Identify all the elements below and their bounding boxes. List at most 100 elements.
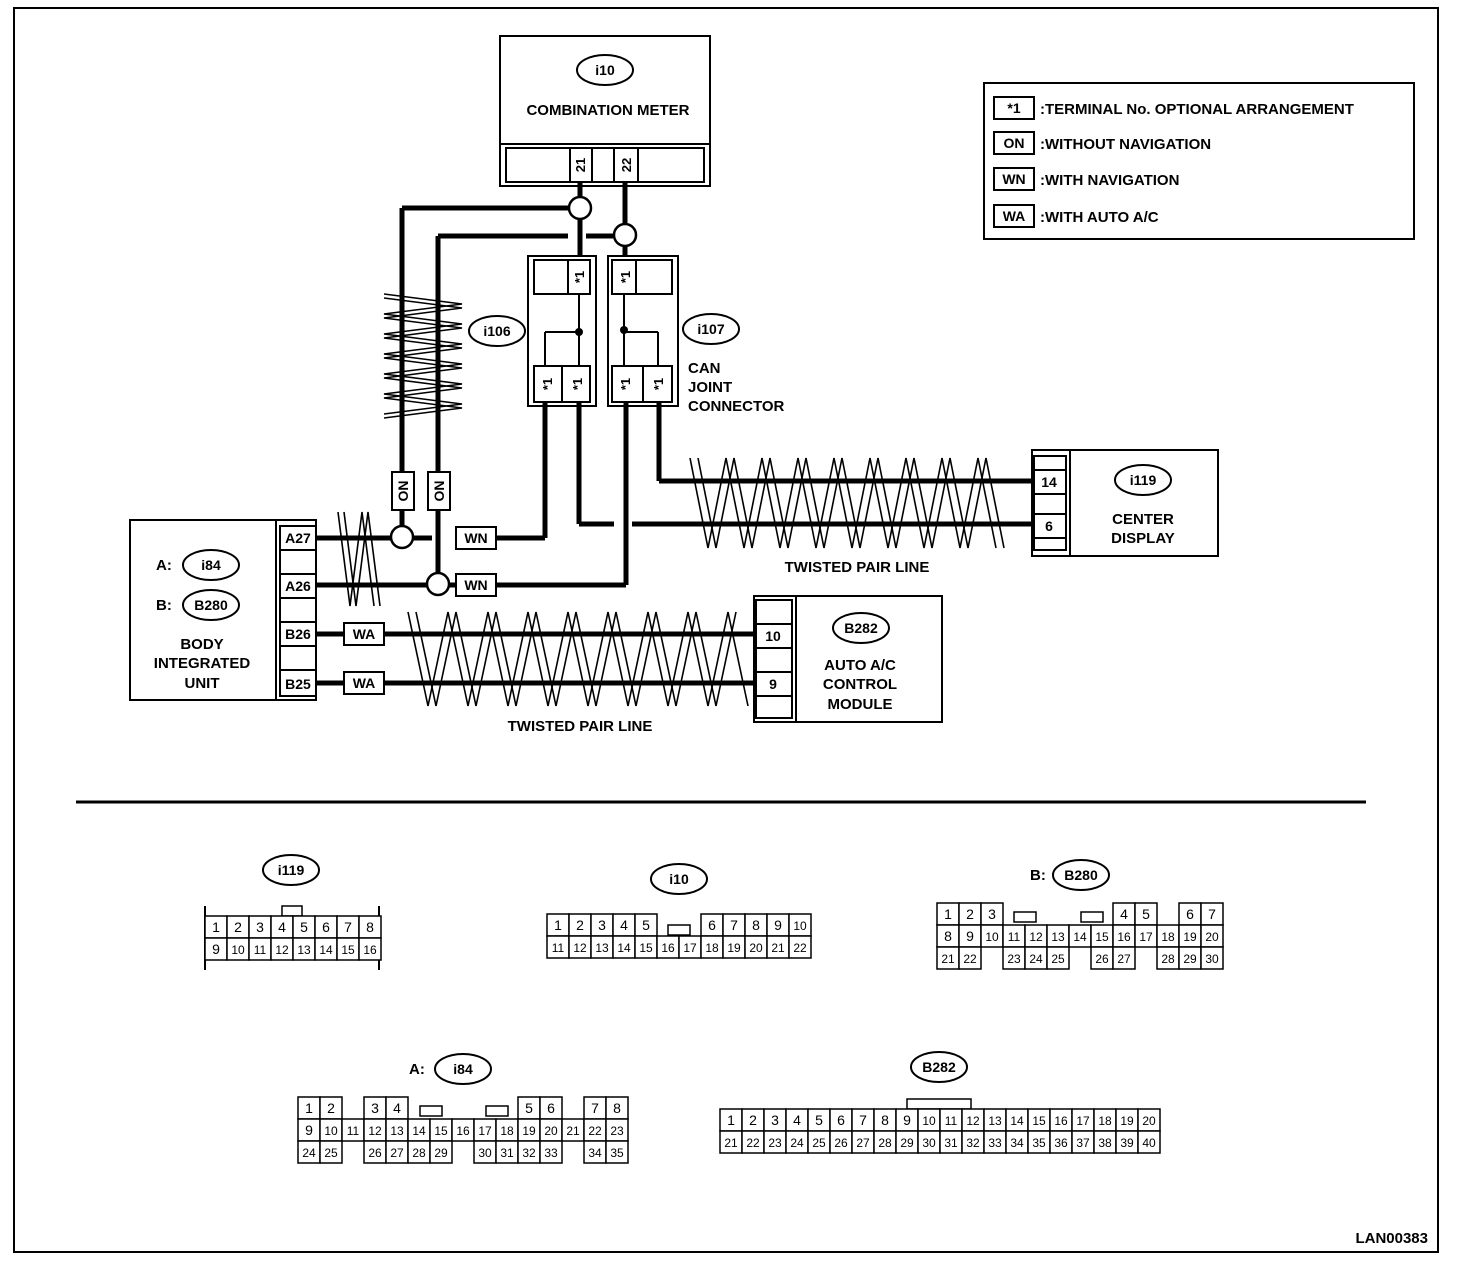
- face-label-b280: B280: [1064, 867, 1098, 883]
- face-pin-cell: [788, 935, 812, 959]
- face-pin-number: 14: [412, 1124, 426, 1138]
- face-pin-number: 17: [683, 941, 697, 955]
- face-pin-number: 6: [1186, 906, 1194, 922]
- pin-B26: B26: [285, 626, 311, 642]
- junctions: [389, 195, 638, 597]
- face-pin-number: 5: [815, 1112, 823, 1128]
- face-pin-number: 16: [1054, 1114, 1068, 1128]
- face-pin-number: 23: [1007, 952, 1021, 966]
- connector-face-labels: i119 i10 B: B280 A: i84 B282: [262, 854, 1110, 1085]
- face-pin-number: 12: [966, 1114, 980, 1128]
- face-pin-number: 34: [588, 1146, 602, 1160]
- face-pin-number: 24: [790, 1136, 804, 1150]
- face-pin-number: 12: [275, 943, 289, 957]
- component-name-line: CAN: [688, 360, 721, 377]
- face-pin-number: 33: [544, 1146, 558, 1160]
- face-pin-cell: [605, 1140, 629, 1164]
- face-pin-number: 30: [478, 1146, 492, 1160]
- pin-6: 6: [1045, 518, 1053, 534]
- face-pin-number: 13: [595, 941, 609, 955]
- face-pin-number: 18: [500, 1124, 514, 1138]
- face-pin-number: 13: [1051, 930, 1065, 944]
- face-pin-number: 8: [613, 1100, 621, 1116]
- component-name-line: CONNECTOR: [688, 398, 785, 415]
- face-pin-number: 22: [588, 1124, 602, 1138]
- face-pin-number: 34: [1010, 1136, 1024, 1150]
- face-pin-number: 14: [617, 941, 631, 955]
- face-pin-number: 9: [212, 941, 220, 957]
- face-pin-number: 8: [752, 917, 760, 933]
- face-pin-number: 32: [966, 1136, 980, 1150]
- face-pin-number: 15: [1032, 1114, 1046, 1128]
- connector-id-a: i84: [201, 557, 221, 573]
- face-pin-cell: [1112, 946, 1136, 970]
- pin-14: 14: [1041, 474, 1057, 490]
- tag-wn: WN: [464, 577, 487, 593]
- face-pin-number: 10: [922, 1114, 936, 1128]
- pin-10: 10: [765, 628, 781, 644]
- face-pin-number: 4: [278, 919, 286, 935]
- face-pin-number: 5: [642, 917, 650, 933]
- face-pin-number: 40: [1142, 1136, 1156, 1150]
- face-pin-number: 12: [1029, 930, 1043, 944]
- face-pin-number: 15: [434, 1124, 448, 1138]
- face-pin-cell: [358, 937, 382, 961]
- face-pin-number: 5: [300, 919, 308, 935]
- face-pin-number: 28: [1161, 952, 1175, 966]
- face-pin-number: 38: [1098, 1136, 1112, 1150]
- face-pin-number: 29: [900, 1136, 914, 1150]
- face-label-b282: B282: [922, 1059, 956, 1075]
- face-pin-number: 21: [724, 1136, 738, 1150]
- connector-id: i106: [483, 323, 510, 339]
- can-joint-i107: *1 *1 *1 i107 CAN JOINT CONNECTOR: [607, 255, 785, 415]
- component-name: COMBINATION METER: [526, 102, 689, 119]
- center-display: 14 6 i119 CENTER DISPLAY: [1031, 449, 1219, 557]
- pin-mark: *1: [618, 271, 633, 283]
- component-name-line: INTEGRATED: [154, 655, 251, 672]
- face-pin-number: 20: [749, 941, 763, 955]
- wires: [316, 182, 1034, 686]
- pin-B25: B25: [285, 676, 311, 692]
- drawing-code: LAN00383: [1355, 1230, 1428, 1247]
- face-pin-number: 20: [544, 1124, 558, 1138]
- face-pin-number: 9: [305, 1122, 313, 1138]
- face-pin-number: 19: [522, 1124, 536, 1138]
- face-pin-number: 16: [1117, 930, 1131, 944]
- face-pin-number: 17: [1076, 1114, 1090, 1128]
- face-pin-number: 17: [478, 1124, 492, 1138]
- face-pin-number: 12: [573, 941, 587, 955]
- face-pin-number: 13: [390, 1124, 404, 1138]
- tag-on: ON: [431, 481, 447, 502]
- connector-id-b: B280: [194, 597, 228, 613]
- pin-A26: A26: [285, 578, 311, 594]
- face-pin-number: 9: [903, 1112, 911, 1128]
- component-name-line: AUTO A/C: [824, 657, 896, 674]
- component-name-line: CENTER: [1112, 511, 1174, 528]
- pin-mark: *1: [618, 378, 633, 390]
- legend-key-1: *1: [1007, 100, 1020, 116]
- face-pin-number: 27: [390, 1146, 404, 1160]
- twisted-pair-label: TWISTED PAIR LINE: [785, 559, 930, 576]
- connector-id: i107: [697, 321, 724, 337]
- face-pin-number: 30: [922, 1136, 936, 1150]
- twisted-pair-label: TWISTED PAIR LINE: [508, 718, 653, 735]
- face-pin-number: 6: [708, 917, 716, 933]
- face-pin-number: 3: [598, 917, 606, 933]
- face-pin-number: 6: [547, 1100, 555, 1116]
- face-pin-number: 15: [639, 941, 653, 955]
- face-pin-number: 29: [434, 1146, 448, 1160]
- face-pin-number: 21: [941, 952, 955, 966]
- face-pin-number: 11: [1008, 930, 1021, 944]
- face-pin-number: 4: [793, 1112, 801, 1128]
- face-pin-number: 1: [554, 917, 562, 933]
- legend-desc-4: :WITH AUTO A/C: [1040, 209, 1159, 226]
- face-pin-number: 4: [620, 917, 628, 933]
- tag-wn: WN: [464, 530, 487, 546]
- face-pin-number: 21: [771, 941, 785, 955]
- face-pin-number: 12: [368, 1124, 382, 1138]
- face-pin-cell: [539, 1140, 563, 1164]
- face-prefix-i84: A:: [409, 1061, 425, 1078]
- face-pin-number: 19: [1120, 1114, 1134, 1128]
- face-pin-number: 22: [746, 1136, 760, 1150]
